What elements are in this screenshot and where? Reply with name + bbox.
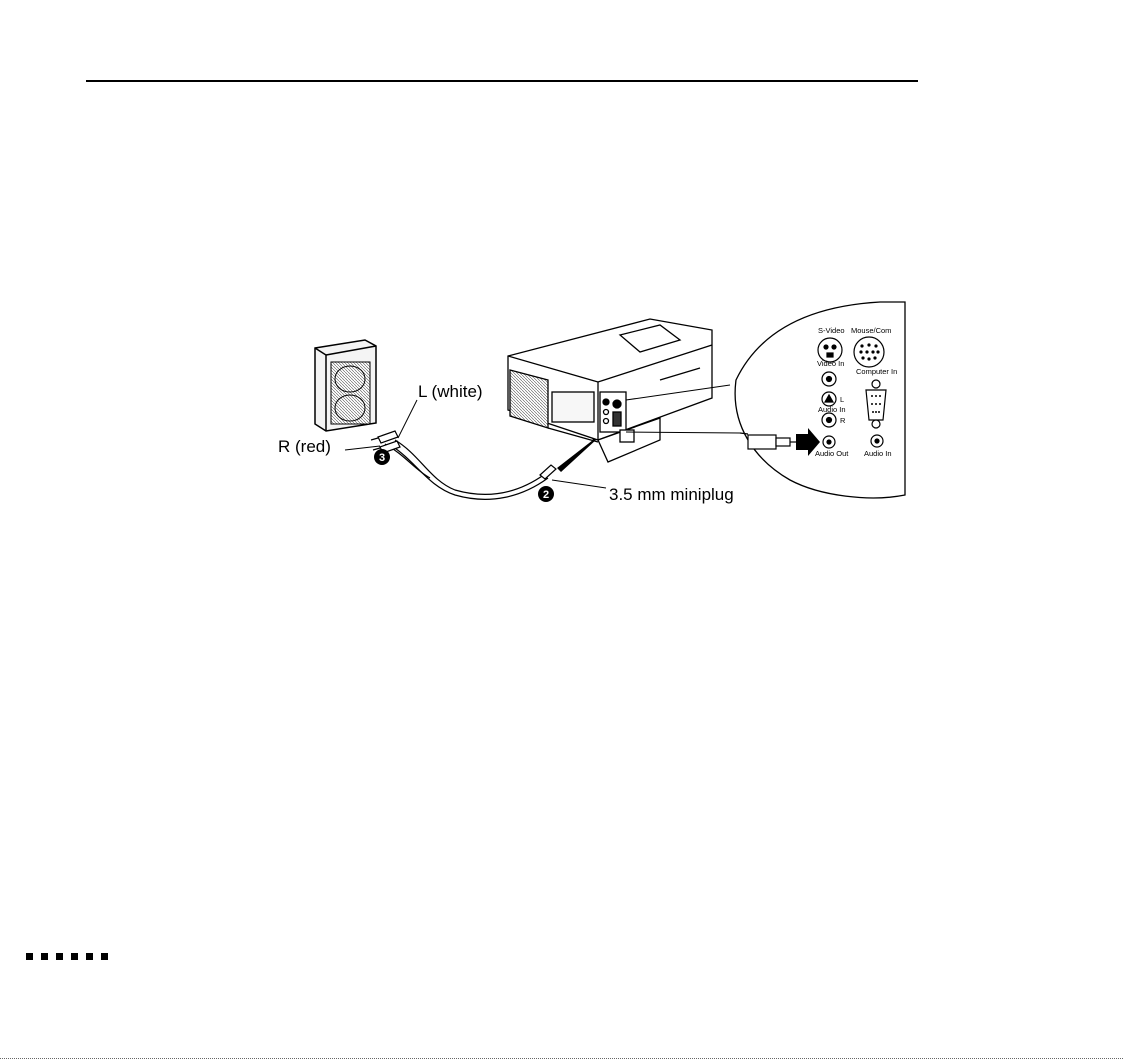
svg-text:Audio Out: Audio Out xyxy=(815,449,849,458)
svg-text:S-Video: S-Video xyxy=(818,326,845,335)
page-marker xyxy=(26,947,116,955)
svg-text:3: 3 xyxy=(379,452,385,464)
svg-text:Computer In: Computer In xyxy=(856,367,897,376)
svg-text:2: 2 xyxy=(543,489,549,501)
label-left-white: L (white) xyxy=(418,382,483,401)
connector-panel-zoom: S-Video Mouse/Com Video In Computer In A… xyxy=(735,302,905,498)
svg-text:Audio In: Audio In xyxy=(818,405,846,414)
label-right-red: R (red) xyxy=(278,437,331,456)
audio-cable xyxy=(385,440,548,499)
svg-text:Mouse/Com: Mouse/Com xyxy=(851,326,891,335)
svg-text:Video In: Video In xyxy=(817,359,844,368)
rca-plugs xyxy=(371,431,400,453)
step-badge-3: 3 xyxy=(374,449,390,465)
step-badge-2: 2 xyxy=(538,486,554,502)
svg-text:L: L xyxy=(840,395,844,404)
label-miniplug: 3.5 mm miniplug xyxy=(609,485,734,504)
svg-text:Audio In: Audio In xyxy=(864,449,892,458)
miniplug xyxy=(540,465,556,479)
speaker-illustration xyxy=(315,340,376,431)
speaker-connection-diagram: L (white) R (red) 3.5 mm miniplug 3 2 xyxy=(270,300,910,515)
header-rule xyxy=(86,80,918,82)
footer-rule xyxy=(0,1058,1123,1060)
projector-illustration xyxy=(508,319,712,462)
svg-text:R: R xyxy=(840,416,846,425)
